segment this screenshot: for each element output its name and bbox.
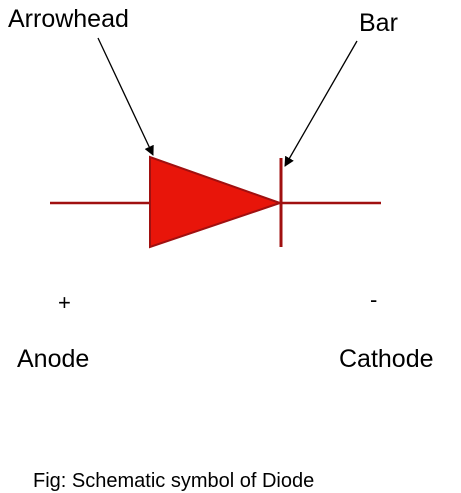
- bar-label: Bar: [359, 9, 398, 37]
- diode-arrowhead-triangle: [149, 155, 284, 249]
- bar-pointer-arrow: [284, 40, 358, 167]
- arrowhead-pointer-arrow: [97, 37, 154, 156]
- cathode-polarity-sign: -: [370, 287, 377, 312]
- arrowhead-label: Arrowhead: [8, 5, 129, 33]
- figure-caption: Fig: Schematic symbol of Diode: [33, 470, 314, 492]
- anode-label: Anode: [17, 345, 89, 373]
- anode-polarity-sign: +: [58, 290, 71, 315]
- cathode-label: Cathode: [339, 345, 434, 373]
